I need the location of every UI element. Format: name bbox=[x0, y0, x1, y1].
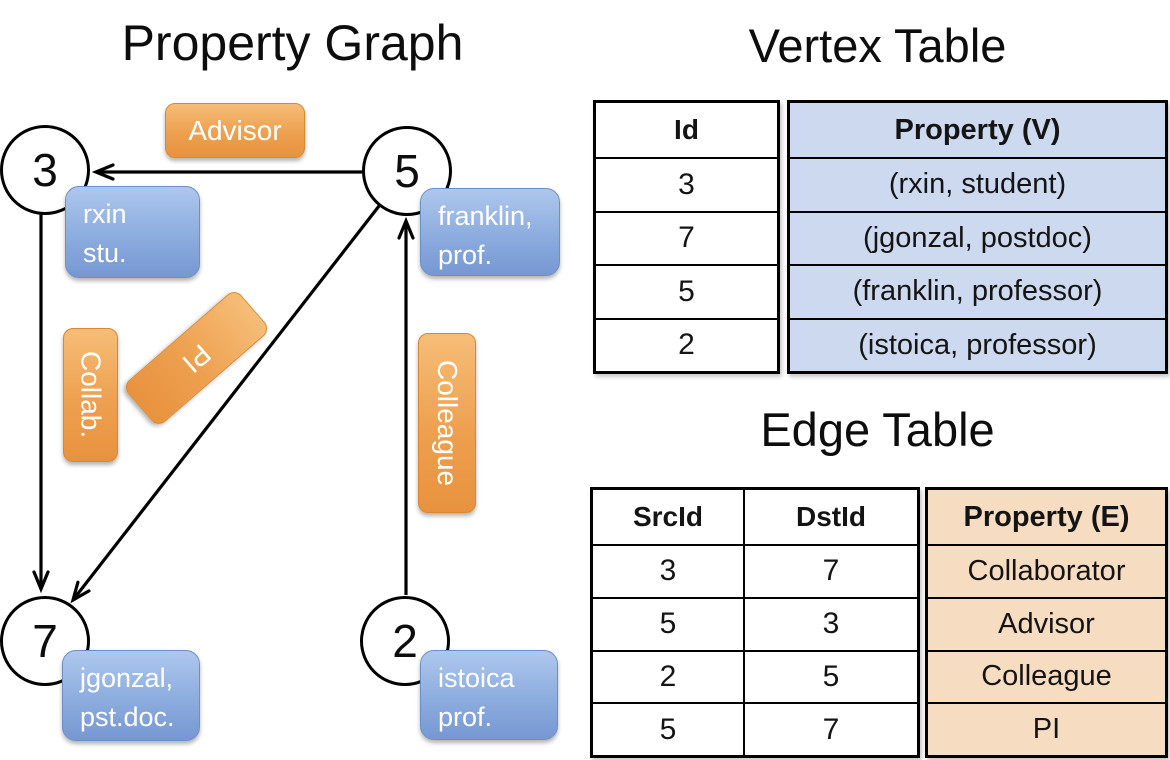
property-line: jgonzal, bbox=[80, 663, 174, 693]
edge-table-property-header: Property (E) bbox=[963, 500, 1130, 533]
edge-table-dst-cell: 3 bbox=[743, 596, 917, 650]
edge-table-property-cell: Collaborator bbox=[928, 544, 1165, 597]
vertex-table-title: Vertex Table bbox=[748, 19, 1007, 72]
node-id: 7 bbox=[32, 615, 58, 667]
node-id: 2 bbox=[392, 615, 418, 667]
edge-table-dst-header: DstId bbox=[743, 490, 917, 544]
vertex-table-id-column: Id 3 7 5 2 bbox=[593, 100, 780, 374]
vertex-property-box-7: jgonzal, pst.doc. bbox=[62, 650, 200, 741]
vertex-table-id-cell: 7 bbox=[596, 210, 777, 265]
edge-5-to-7 bbox=[73, 205, 381, 600]
edge-table-property-cell: PI bbox=[928, 702, 1165, 755]
vertex-table-property-column: Property (V) (rxin, student) (jgonzal, p… bbox=[787, 100, 1168, 374]
vertex-table-id-cell: 3 bbox=[596, 157, 777, 211]
vertex-table-property-cell: (jgonzal, postdoc) bbox=[790, 210, 1165, 265]
property-line: pst.doc. bbox=[80, 702, 175, 733]
vertex-table-property-cell: (rxin, student) bbox=[790, 157, 1165, 211]
edge-table-dst-cell: 7 bbox=[743, 702, 917, 755]
edge-label-colleague: Colleague bbox=[418, 333, 476, 513]
vertex-property-box-2: istoica prof. bbox=[420, 650, 558, 740]
vertex-table-id-cell: 2 bbox=[596, 317, 777, 372]
property-line: istoica bbox=[438, 663, 515, 693]
property-line: prof. bbox=[438, 702, 493, 733]
edge-table-title: Edge Table bbox=[760, 403, 995, 456]
edge-label-text: Collab. bbox=[75, 351, 107, 439]
edge-label-text: PI bbox=[176, 337, 217, 379]
vertex-table-property-cell: (istoica, professor) bbox=[790, 317, 1165, 372]
vertex-table-id-cell: 5 bbox=[596, 264, 777, 318]
vertex-table-id-header: Id bbox=[674, 114, 699, 145]
property-line: stu. bbox=[83, 238, 127, 269]
edge-table-property-cell: Advisor bbox=[928, 596, 1165, 650]
vertex-table-property-cell: (franklin, professor) bbox=[790, 264, 1165, 318]
edge-label-advisor: Advisor bbox=[165, 103, 305, 158]
graph-node-2: 2 bbox=[360, 596, 450, 686]
edge-table-srcdst-columns: SrcId DstId 3 7 5 3 2 5 5 7 bbox=[590, 487, 920, 758]
node-id: 5 bbox=[394, 145, 420, 197]
edge-table-src-cell: 5 bbox=[593, 702, 743, 755]
node-id: 3 bbox=[32, 144, 58, 196]
graph-node-5: 5 bbox=[362, 126, 452, 216]
edge-table-property-cell: Colleague bbox=[928, 649, 1165, 703]
edge-label-text: Colleague bbox=[432, 359, 463, 487]
vertex-property-box-3: rxin stu. bbox=[65, 186, 200, 278]
vertex-property-box-5: franklin, prof. bbox=[420, 188, 560, 276]
edge-table-src-cell: 3 bbox=[593, 544, 743, 597]
edge-table-src-cell: 5 bbox=[593, 596, 743, 650]
property-line: franklin, bbox=[438, 201, 533, 231]
edge-table-dst-cell: 7 bbox=[743, 544, 917, 597]
edge-label-collab: Collab. bbox=[63, 328, 118, 462]
edge-label-text: Advisor bbox=[188, 114, 282, 146]
property-line: rxin bbox=[83, 199, 127, 229]
property-line: prof. bbox=[438, 240, 493, 271]
edge-table-src-header: SrcId bbox=[632, 501, 704, 532]
property-graph-title: Property Graph bbox=[121, 15, 464, 71]
edge-table-src-cell: 2 bbox=[593, 649, 743, 703]
vertex-table-property-header: Property (V) bbox=[894, 113, 1061, 146]
graph-edges-layer bbox=[0, 0, 585, 760]
edge-table-property-column: Property (E) Collaborator Advisor Collea… bbox=[925, 487, 1168, 758]
edge-table-dst-cell: 5 bbox=[743, 649, 917, 703]
